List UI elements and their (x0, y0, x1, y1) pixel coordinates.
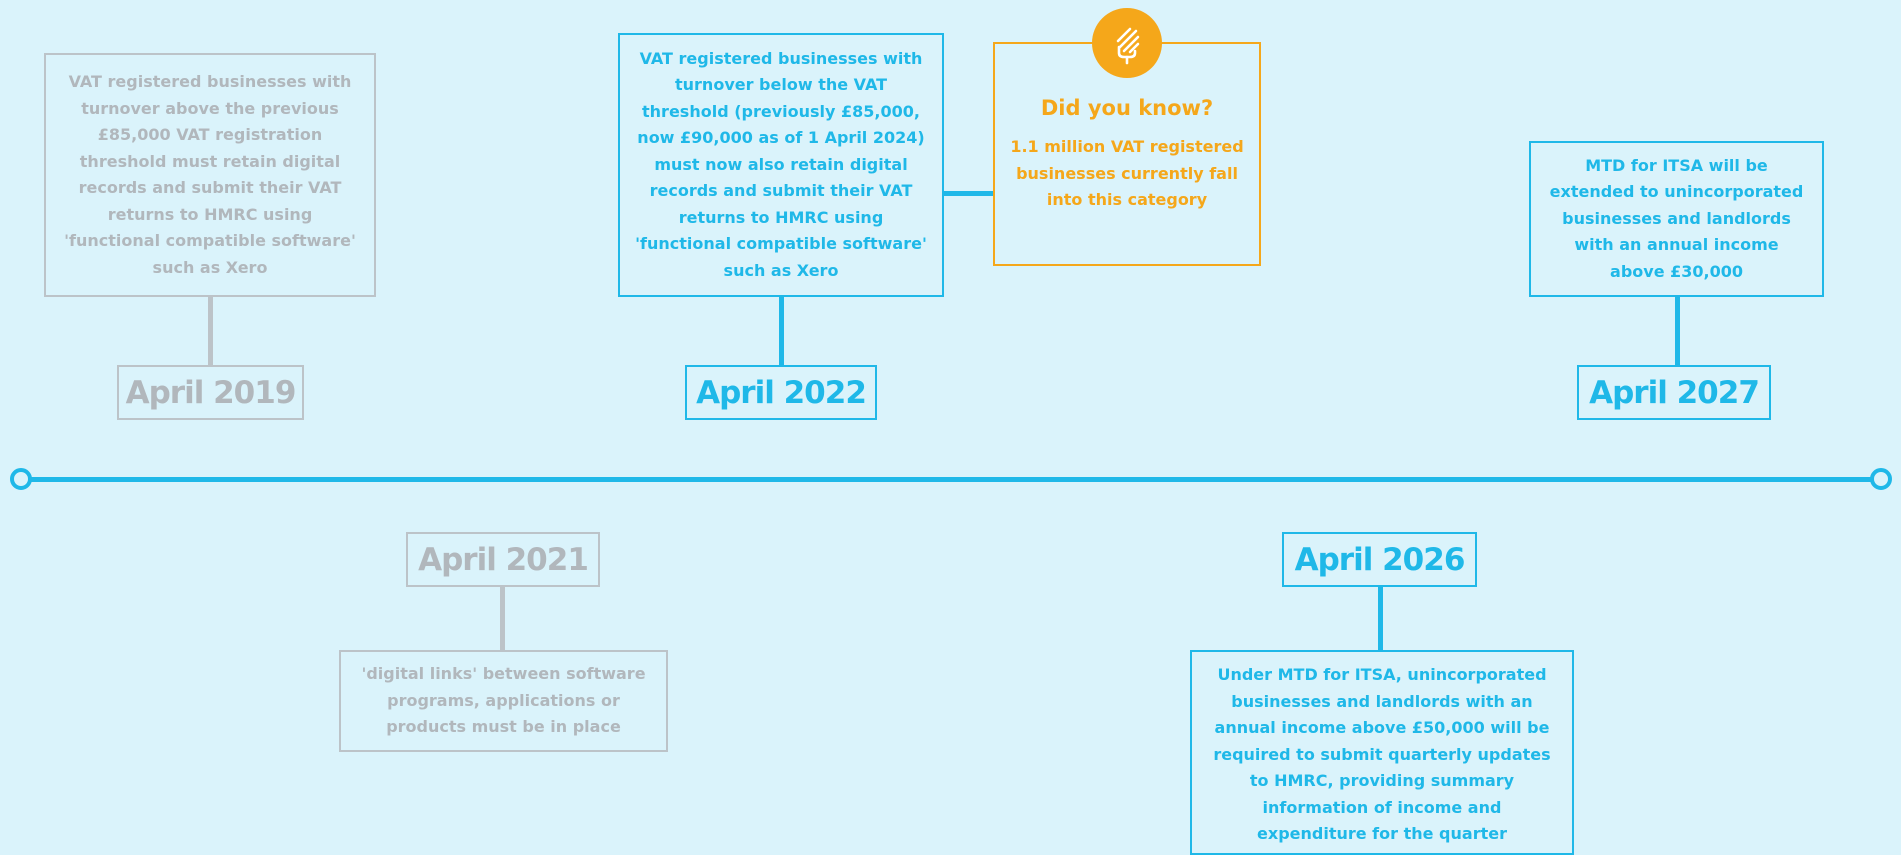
milestone-2027-connector (1675, 297, 1680, 365)
lightbulb-icon (1092, 8, 1162, 78)
milestone-2022-date-label: April 2022 (696, 374, 867, 411)
milestone-2019-text: VAT registered businesses with turnover … (64, 72, 356, 277)
milestone-2022-date: April 2022 (685, 365, 877, 420)
milestone-2026-date: April 2026 (1282, 532, 1477, 587)
milestone-2026-text: Under MTD for ITSA, unincorporated busin… (1213, 665, 1551, 843)
timeline-start-cap (10, 468, 32, 490)
did-you-know-body: 1.1 million VAT registered businesses cu… (1010, 137, 1244, 209)
milestone-2026-date-label: April 2026 (1294, 541, 1466, 578)
milestone-2026-description: Under MTD for ITSA, unincorporated busin… (1190, 650, 1574, 855)
milestone-2027-date-label: April 2027 (1589, 374, 1760, 411)
milestone-2027-text: MTD for ITSA will be extended to unincor… (1549, 155, 1804, 281)
milestone-2021-date: April 2021 (406, 532, 600, 587)
timeline-axis (20, 477, 1880, 482)
did-you-know-callout: Did you know? 1.1 million VAT registered… (993, 42, 1261, 266)
timeline-end-cap (1870, 468, 1892, 490)
milestone-2022-text: VAT registered businesses with turnover … (635, 48, 927, 280)
did-you-know-title: Did you know? (1040, 96, 1214, 120)
milestone-2027-description: MTD for ITSA will be extended to unincor… (1529, 141, 1824, 297)
milestone-2022-description: VAT registered businesses with turnover … (618, 33, 944, 297)
milestone-2027-date: April 2027 (1577, 365, 1771, 420)
milestone-2019-date: April 2019 (117, 365, 304, 420)
milestone-2019-connector (208, 297, 213, 365)
milestone-2019-description: VAT registered businesses with turnover … (44, 53, 376, 297)
milestone-2019-date-label: April 2019 (125, 374, 297, 411)
milestone-2021-description: 'digital links' between software program… (339, 650, 668, 752)
milestone-2021-date-label: April 2021 (418, 541, 589, 578)
milestone-2021-text: 'digital links' between software program… (361, 664, 646, 737)
milestone-2022-connector (779, 297, 784, 365)
callout-connector (944, 191, 994, 196)
milestone-2021-connector (500, 587, 505, 650)
milestone-2026-connector (1378, 587, 1383, 650)
